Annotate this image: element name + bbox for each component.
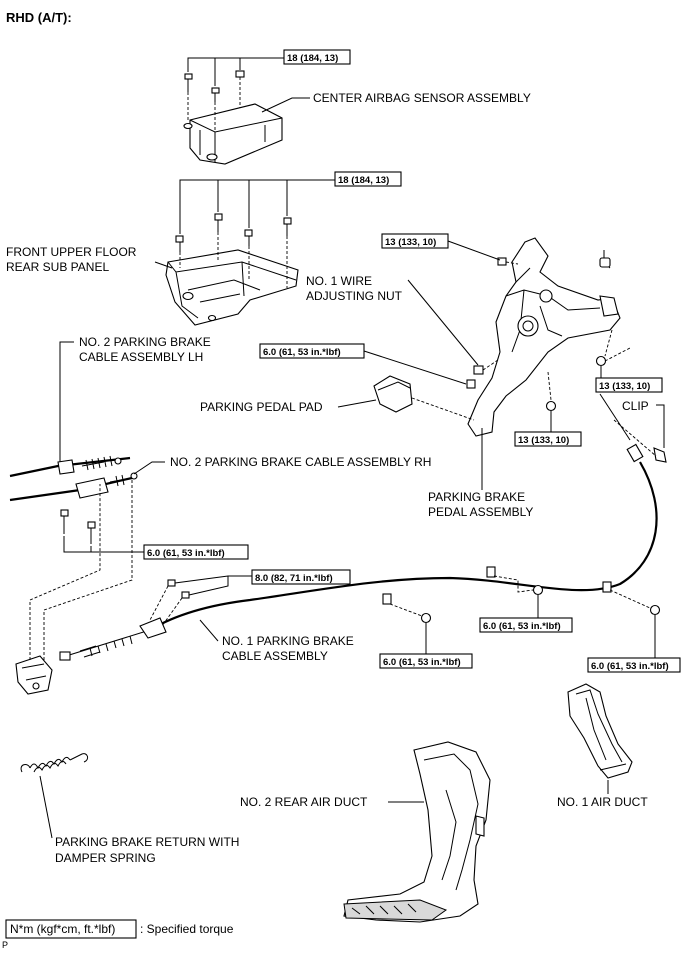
label-wire-nut-line2: ADJUSTING NUT [306, 289, 403, 303]
wire-adjusting-nut [466, 365, 484, 389]
pedal-right-nut [595, 329, 631, 367]
label-clip: CLIP [622, 399, 649, 413]
label-air-duct-2: NO. 2 REAR AIR DUCT [240, 795, 368, 809]
footer-code: P [2, 940, 8, 950]
torque-legend: N*m (kgf*cm, ft.*lbf) : Specified torque [5, 919, 234, 939]
no2-cables-lh-rh [9, 455, 138, 502]
no1-air-duct [567, 683, 633, 779]
torque-wire-nut-label: 6.0 (61, 53 in.*lbf) [263, 347, 341, 358]
floor-panel-bolts [175, 213, 292, 288]
cable-nut-center [493, 575, 544, 596]
parking-brake-pedal-assembly [467, 237, 621, 437]
torque-cable-mid-label: 6.0 (61, 53 in.*lbf) [383, 657, 461, 668]
legend-text: : Specified torque [140, 922, 234, 936]
label-cable-no1-line1: NO. 1 PARKING BRAKE [222, 634, 354, 648]
center-airbag-sensor-assembly [183, 103, 283, 165]
torque-cable-right-callout: 6.0 (61, 53 in.*lbf) [587, 615, 681, 673]
torque-pedal-top-label: 13 (133, 10) [385, 237, 436, 248]
return-damper-spring [20, 753, 89, 773]
label-pedal-assy-line2: PEDAL ASSEMBLY [428, 505, 533, 519]
torque-pedal-top-callout: 13 (133, 10) [381, 233, 501, 261]
label-pedal-pad: PARKING PEDAL PAD [200, 400, 323, 414]
torque-pedal-bottom-callout: 13 (133, 10) [514, 411, 582, 447]
parking-pedal-pad [373, 375, 413, 413]
cable-front-bolts [149, 579, 190, 627]
label-spring-line2: DAMPER SPRING [55, 851, 156, 865]
torque-cable-right-label: 6.0 (61, 53 in.*lbf) [591, 661, 669, 672]
diagram-header: RHD (A/T): [6, 10, 72, 25]
label-cable-lh-line2: CABLE ASSEMBLY LH [79, 350, 203, 364]
torque-cable-center-label: 6.0 (61, 53 in.*lbf) [483, 621, 561, 632]
label-front-floor-line1: FRONT UPPER FLOOR [6, 245, 137, 259]
torque-floor-label: 18 (184, 13) [338, 175, 389, 186]
label-center-airbag: CENTER AIRBAG SENSOR ASSEMBLY [313, 91, 531, 105]
torque-bolts-lower-label: 6.0 (61, 53 in.*lbf) [147, 548, 225, 559]
pedal-top-bolt [497, 257, 519, 266]
airbag-bolts [184, 70, 245, 134]
cable-nut-right [609, 589, 661, 616]
torque-cable-center-callout: 6.0 (61, 53 in.*lbf) [479, 595, 573, 633]
label-air-duct-1: NO. 1 AIR DUCT [557, 795, 648, 809]
torque-floor-callout: 18 (184, 13) [179, 171, 402, 234]
no2-rear-air-duct [343, 741, 491, 923]
torque-bolts-lower-callout: 6.0 (61, 53 in.*lbf) [63, 536, 249, 560]
pedal-connector [599, 250, 611, 269]
torque-cable-front-callout: 8.0 (82, 71 in.*lbf) [174, 569, 351, 596]
label-pedal-assy-line1: PARKING BRAKE [428, 490, 525, 504]
cable-nut-mid [389, 603, 432, 624]
cable-bracket-bolts [60, 509, 96, 544]
torque-pedal-right-callout: 13 (133, 10) [595, 366, 663, 393]
label-spring-line1: PARKING BRAKE RETURN WITH [55, 835, 239, 849]
torque-wire-nut-callout: 6.0 (61, 53 in.*lbf) [259, 343, 467, 385]
label-cable-lh-line1: NO. 2 PARKING BRAKE [79, 335, 211, 349]
torque-cable-mid-callout: 6.0 (61, 53 in.*lbf) [379, 623, 473, 669]
legend-unit: N*m (kgf*cm, ft.*lbf) [10, 922, 115, 936]
torque-pedal-bottom-label: 13 (133, 10) [518, 435, 569, 446]
no1-parking-brake-cable [59, 393, 658, 661]
cable-clip [613, 419, 667, 463]
label-cable-rh: NO. 2 PARKING BRAKE CABLE ASSEMBLY RH [170, 455, 431, 469]
front-upper-floor-rear-sub-panel [165, 249, 299, 326]
cable-equalizer-bracket [15, 480, 133, 695]
torque-pedal-right-label: 13 (133, 10) [599, 381, 650, 392]
label-front-floor-line2: REAR SUB PANEL [6, 260, 109, 274]
label-wire-nut-line1: NO. 1 WIRE [306, 274, 372, 288]
torque-cable-front-label: 8.0 (82, 71 in.*lbf) [255, 573, 333, 584]
torque-airbag-callout: 18 (184, 13) [187, 49, 351, 86]
torque-airbag-label: 18 (184, 13) [287, 53, 338, 64]
label-cable-no1-line2: CABLE ASSEMBLY [222, 649, 328, 663]
pedal-bottom-nut [545, 371, 557, 412]
